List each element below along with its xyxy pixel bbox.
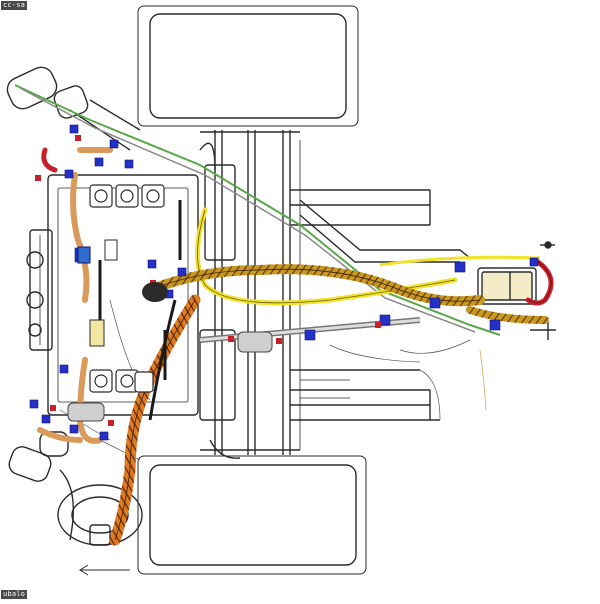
fuel-pump [142,282,168,302]
corner-label-bottom: ubalo [1,590,28,599]
relay-box [77,246,91,264]
corner-label-top: cc-sa [1,1,28,10]
blue-fittings [29,124,539,441]
green-cable [14,84,501,336]
red-lines [41,147,554,306]
rear-wheel-top [149,13,347,119]
braided-hose-right [466,306,549,324]
braided-hose-lower [109,294,201,546]
yellow-fuel-line [195,207,458,306]
gray-cable [19,87,476,333]
throttle-bodies [89,184,165,393]
lower-filter [67,402,105,422]
yellow-line-upper [379,255,541,267]
chassis-frame [6,5,556,576]
black-lines [98,200,182,421]
rear-wheel-bottom [149,464,357,566]
inline-filter [237,331,273,353]
